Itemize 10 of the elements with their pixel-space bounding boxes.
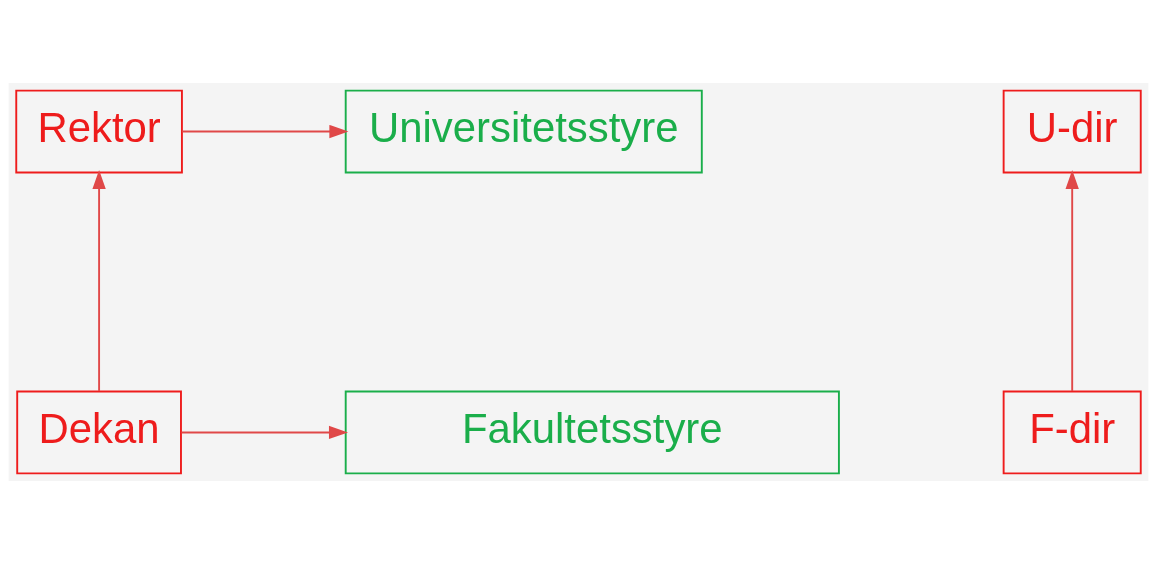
node-box: F-dir (1002, 390, 1142, 475)
node-box: Universitetsstyre (344, 89, 703, 174)
arrow (1065, 170, 1079, 392)
node-box: Dekan (16, 390, 182, 475)
arrow (181, 124, 349, 139)
node-box: Fakultetsstyre (344, 390, 840, 475)
node-box: U-dir (1002, 89, 1142, 174)
arrow (180, 425, 349, 440)
arrow (92, 170, 106, 392)
node-box: Rektor (15, 89, 183, 174)
